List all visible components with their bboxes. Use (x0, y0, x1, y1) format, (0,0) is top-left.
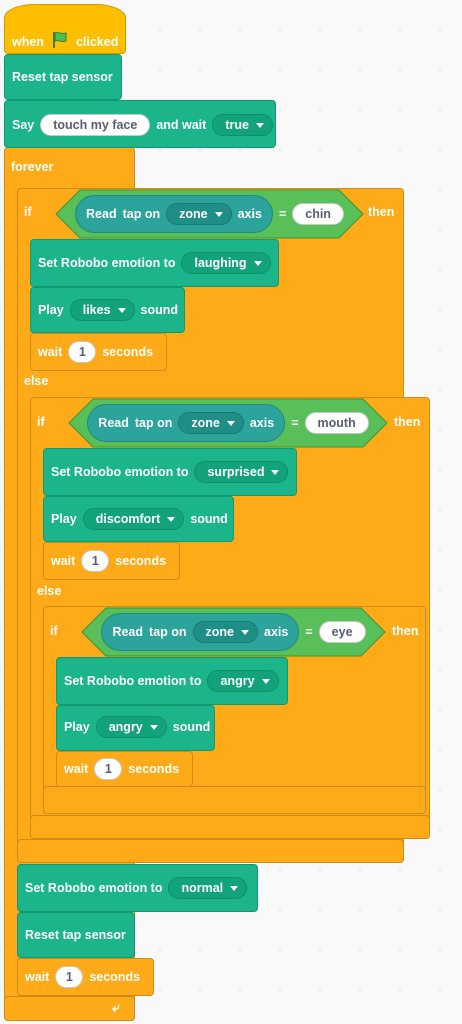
chevron-down-icon (261, 678, 270, 684)
chevron-down-icon (167, 516, 176, 522)
axis-label: axis (264, 625, 289, 639)
set-emotion-label: Set Robobo emotion to (51, 465, 189, 479)
zone-dropdown[interactable]: zone (192, 621, 259, 643)
wait-label: wait (64, 762, 89, 776)
axis-label: axis (237, 207, 262, 221)
emotion-dropdown[interactable]: surprised (194, 461, 289, 483)
sound-dropdown[interactable]: discomfort (82, 508, 185, 530)
read-label: Read (112, 625, 144, 639)
wait-dropdown[interactable]: true (212, 114, 273, 136)
wait-label: wait (25, 970, 50, 984)
read-tap-reporter-3[interactable]: Read tap on zone axis (101, 613, 300, 651)
chevron-down-icon (226, 420, 235, 426)
equals-label: = (291, 416, 299, 430)
reset-tap-sensor-label: Reset tap sensor (12, 70, 113, 84)
wait-seconds-input[interactable]: 1 (81, 550, 110, 572)
chevron-down-icon (149, 724, 158, 730)
if-else-1-spine (17, 188, 30, 863)
seconds-label: seconds (89, 970, 141, 984)
compare-value-input-1[interactable]: chin (292, 203, 344, 225)
and-wait-label: and wait (156, 118, 207, 132)
chevron-down-icon (255, 122, 264, 128)
if-2-bottom-arm (30, 815, 430, 839)
wait-block-3[interactable] (56, 751, 193, 787)
reset-tap-sensor-block-2[interactable] (17, 912, 135, 958)
condition-2[interactable]: Read tap on zone axis = mouth (68, 398, 388, 448)
play-label: Play (38, 303, 64, 317)
then-label-2: then (394, 415, 421, 429)
reset-tap-sensor-block-1[interactable] (4, 54, 122, 100)
sound-dropdown[interactable]: angry (95, 716, 167, 738)
read-tap-reporter-1[interactable]: Read tap on zone axis (75, 195, 273, 233)
wait-block-1[interactable] (30, 333, 167, 371)
else-label-2: else (37, 584, 62, 598)
if-3-bottom-arm (43, 786, 426, 814)
tap-on-label: tap on (149, 625, 187, 639)
else-label-1: else (24, 374, 49, 388)
equals-label: = (278, 207, 287, 221)
seconds-label: seconds (115, 554, 167, 568)
sound-label: sound (172, 720, 211, 734)
chevron-down-icon (271, 469, 280, 475)
say-text-input[interactable]: touch my face (40, 114, 151, 136)
seconds-label: seconds (102, 345, 154, 359)
wait-seconds-input[interactable]: 1 (55, 966, 84, 988)
axis-label: axis (249, 416, 275, 430)
tap-on-label: tap on (134, 416, 173, 430)
if-label-3: if (50, 624, 58, 638)
sound-label: sound (140, 303, 179, 317)
then-label-3: then (392, 624, 419, 638)
wait-block-2[interactable] (43, 542, 180, 580)
chevron-down-icon (253, 260, 262, 266)
wait-seconds-input[interactable]: 1 (68, 341, 97, 363)
read-label: Read (98, 416, 129, 430)
wait-block-4[interactable] (17, 958, 154, 996)
when-label: when (12, 34, 44, 49)
emotion-dropdown[interactable]: laughing (181, 252, 271, 274)
say-label: Say (12, 118, 35, 132)
compare-value-input-2[interactable]: mouth (304, 412, 369, 434)
if-label-2: if (37, 415, 45, 429)
set-emotion-label: Set Robobo emotion to (25, 881, 163, 895)
chevron-down-icon (230, 885, 239, 891)
emotion-dropdown[interactable]: angry (207, 670, 279, 692)
if-1-bottom-arm (17, 839, 404, 863)
sound-label: sound (190, 512, 228, 526)
sound-dropdown[interactable]: likes (69, 299, 135, 321)
equals-label: = (305, 625, 313, 639)
set-emotion-label: Set Robobo emotion to (64, 674, 202, 688)
play-label: Play (64, 720, 90, 734)
wait-label: wait (51, 554, 76, 568)
compare-value-input-3[interactable]: eye (318, 621, 366, 643)
clicked-label: clicked (75, 34, 119, 49)
then-label-1: then (368, 205, 395, 219)
zone-dropdown[interactable]: zone (166, 203, 232, 225)
reset-tap-sensor-label: Reset tap sensor (25, 928, 126, 942)
if-label-1: if (24, 205, 32, 219)
forever-label: forever (11, 160, 54, 174)
green-flag-icon (50, 30, 70, 53)
tap-on-label: tap on (122, 207, 161, 221)
condition-3[interactable]: Read tap on zone axis = eye (81, 607, 386, 657)
when-flag-clicked-block[interactable] (4, 4, 126, 54)
read-label: Read (86, 207, 117, 221)
set-emotion-label: Set Robobo emotion to (38, 256, 176, 270)
play-label: Play (51, 512, 77, 526)
chevron-down-icon (117, 307, 126, 313)
emotion-dropdown[interactable]: normal (168, 877, 248, 899)
seconds-label: seconds (128, 762, 180, 776)
chevron-down-icon (241, 629, 250, 635)
read-tap-reporter-2[interactable]: Read tap on zone axis (87, 404, 286, 442)
forever-bottom-arm (4, 996, 135, 1021)
condition-1[interactable]: Read tap on zone axis = chin (55, 189, 364, 239)
wait-seconds-input[interactable]: 1 (94, 758, 123, 780)
wait-label: wait (38, 345, 63, 359)
zone-dropdown[interactable]: zone (178, 412, 244, 434)
loop-arrow-icon: ⤶ (112, 999, 120, 1015)
chevron-down-icon (214, 211, 223, 217)
